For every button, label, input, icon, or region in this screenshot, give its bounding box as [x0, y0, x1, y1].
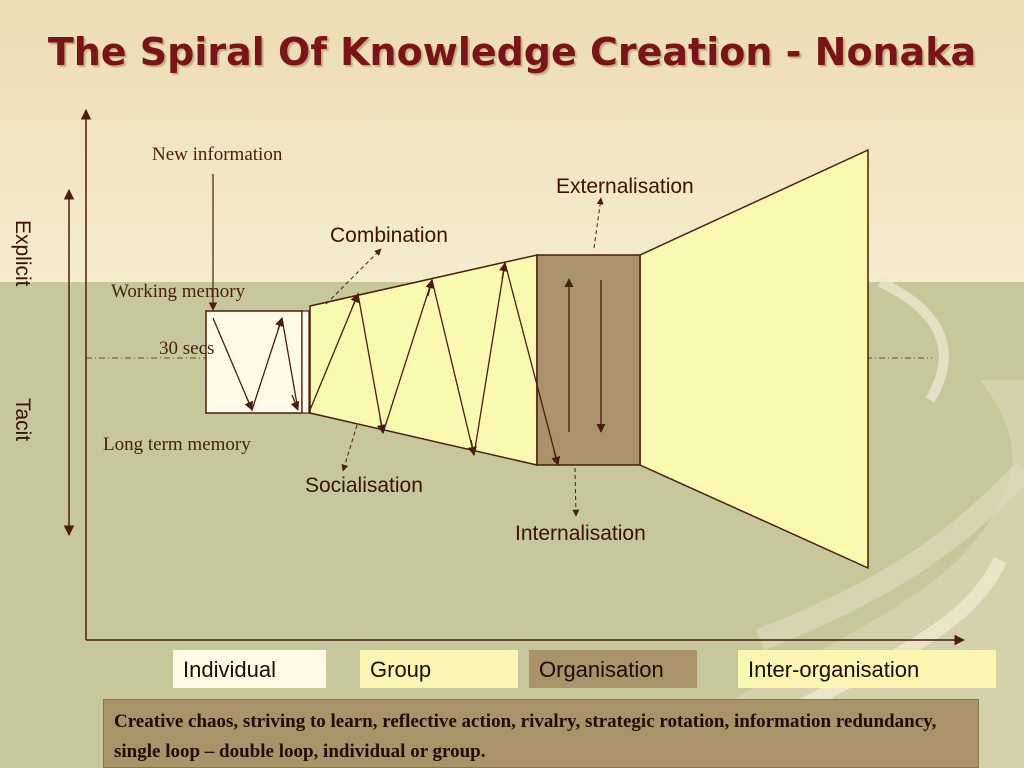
long-term-memory-label: Long term memory — [103, 434, 251, 455]
level-inter-organisation: Inter-organisation — [738, 650, 996, 688]
internalisation-pointer — [572, 467, 580, 517]
characteristics-note: Creative chaos, striving to learn, refle… — [103, 699, 979, 768]
internalisation-label: Internalisation — [515, 522, 646, 545]
tacit-label: Tacit — [11, 398, 34, 442]
working-memory-box — [205, 310, 303, 414]
inter-organisation-funnel — [639, 148, 869, 570]
working-memory-edge — [301, 310, 310, 414]
combination-pointer — [325, 248, 382, 305]
level-group: Group — [360, 650, 518, 688]
working-memory-zigzag — [212, 317, 299, 412]
organisation-block — [536, 254, 641, 466]
duration-label: 30 secs — [159, 338, 215, 359]
externalisation-pointer — [593, 197, 604, 249]
working-memory-label: Working memory — [111, 281, 246, 302]
level-organisation: Organisation — [529, 650, 697, 688]
slide-title: The Spiral Of Knowledge Creation - Nonak… — [47, 30, 977, 74]
externalisation-label: Externalisation — [556, 175, 694, 198]
new-information-label: New information — [152, 144, 283, 165]
socialisation-pointer — [341, 424, 358, 472]
combination-label: Combination — [330, 224, 448, 247]
level-individual: Individual — [173, 650, 326, 688]
group-funnel — [309, 254, 538, 466]
explicit-label: Explicit — [11, 220, 34, 287]
socialisation-label: Socialisation — [305, 474, 423, 497]
